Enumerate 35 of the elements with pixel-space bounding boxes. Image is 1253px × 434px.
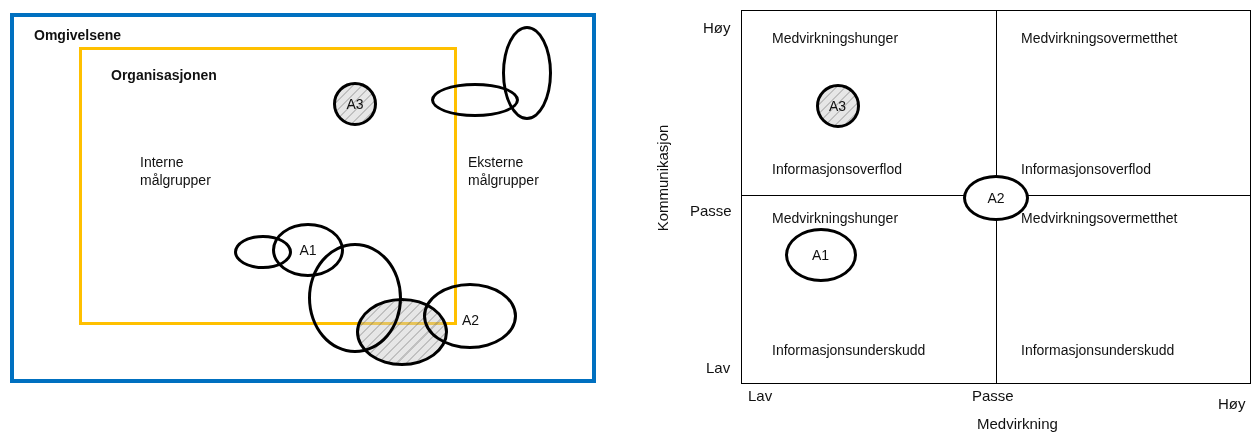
marker-label: A3 bbox=[828, 97, 847, 114]
quadrant-label: Informasjonsoverflod bbox=[1021, 161, 1151, 177]
group-title: Omgivelsene bbox=[34, 27, 122, 43]
quadrant-label: Informasjonsunderskudd bbox=[1021, 342, 1175, 358]
marker-label: A3 bbox=[346, 96, 364, 112]
group-label: Interne målgrupper bbox=[140, 153, 212, 189]
axis-title: Medvirkning bbox=[977, 415, 1058, 432]
marker-ellipse bbox=[423, 283, 517, 349]
marker-ellipse bbox=[333, 82, 377, 126]
group-title: Organisasjonen bbox=[111, 67, 217, 83]
quadrant-label: Medvirkningshunger bbox=[772, 30, 899, 46]
marker-label: A1 bbox=[811, 246, 830, 263]
marker-label: A1 bbox=[299, 242, 317, 258]
quadrant-label: Medvirkningsovermetthet bbox=[1021, 30, 1178, 46]
organisation-frame bbox=[79, 47, 457, 325]
marker-label: A2 bbox=[987, 190, 1005, 206]
marker-label: A2 bbox=[462, 312, 480, 328]
axis-tick-label: Lav bbox=[706, 359, 731, 376]
marker-ellipse bbox=[272, 223, 344, 277]
quadrant-label: Informasjonsunderskudd bbox=[772, 342, 926, 358]
marker-ellipse bbox=[784, 227, 857, 282]
axis-title: Kommunikasjon bbox=[653, 124, 671, 232]
axis-tick-label: Passe bbox=[972, 387, 1014, 404]
axis-tick-label: Høy bbox=[703, 19, 731, 36]
group-label: Eksterne målgrupper bbox=[468, 153, 540, 189]
quadrant-label: Informasjonsoverflod bbox=[772, 161, 902, 177]
ellipse bbox=[431, 83, 519, 117]
ellipse bbox=[502, 26, 552, 120]
axis-tick-label: Passe bbox=[690, 202, 732, 219]
quadrant-label: Medvirkningshunger bbox=[772, 210, 899, 226]
axis-tick-label: Lav bbox=[748, 387, 773, 404]
environment-frame bbox=[10, 13, 596, 383]
ellipse bbox=[234, 235, 292, 269]
quadrant-label: Medvirkningsovermetthet bbox=[1021, 210, 1178, 226]
axis-tick-label: Høy bbox=[1218, 395, 1246, 412]
